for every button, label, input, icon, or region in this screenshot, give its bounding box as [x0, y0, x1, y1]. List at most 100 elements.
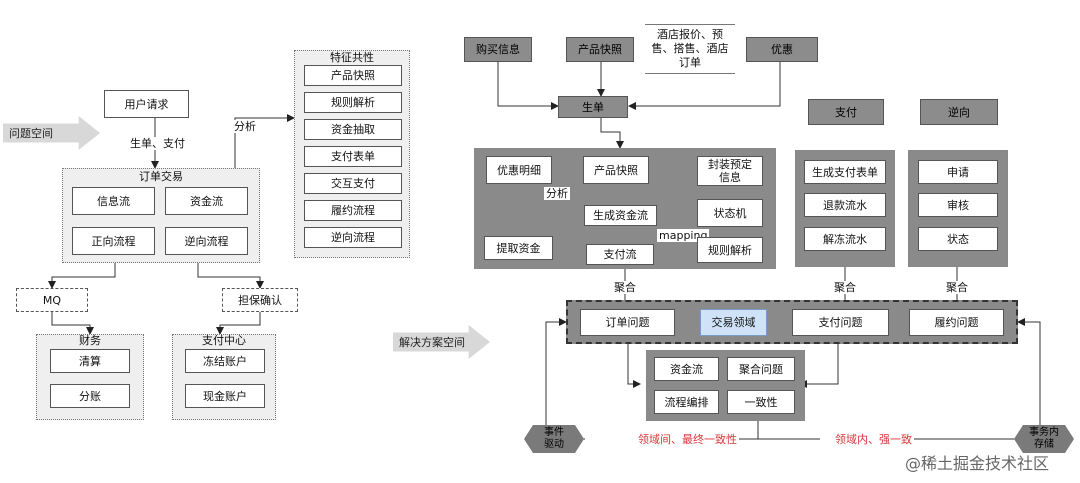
apply-box: 申请: [918, 160, 998, 184]
feature-item: 履约流程: [304, 200, 402, 221]
forward-flow-box: 正向流程: [72, 227, 155, 255]
hotel-info-label: 酒店报价、预售、搭售、酒店订单: [651, 28, 729, 69]
gen-fund-flow-box: 生成资金流: [584, 205, 657, 226]
create-order-box: 生单: [558, 96, 628, 118]
extract-fund-box: 提取资金: [484, 236, 553, 260]
reverse-header-label: 逆向: [948, 105, 970, 119]
refund-flow-box: 退款流水: [804, 193, 886, 217]
order-problem-box: 订单问题: [580, 309, 675, 336]
reverse-header-box: 逆向: [920, 99, 998, 125]
pay-header-label: 支付: [835, 105, 857, 119]
cash-account-label: 现金账户: [203, 389, 247, 403]
reverse-flow-box: 逆向流程: [165, 227, 248, 255]
fund-flow-label-left: 资金流: [190, 194, 223, 208]
product-snapshot-top-label: 产品快照: [578, 43, 622, 56]
guarantee-label: 担保确认: [238, 294, 282, 307]
fulfill-problem-label: 履约问题: [934, 316, 979, 329]
event-driven-label: 事件驱动: [544, 427, 564, 450]
feature-item-label: 交互支付: [331, 177, 375, 190]
discount-detail-box: 优惠明细: [486, 156, 552, 184]
refund-flow-label: 退款流水: [823, 198, 867, 212]
pay-header-box: 支付: [808, 99, 884, 125]
mq-box: MQ: [16, 288, 88, 312]
consistency-label: 一致性: [744, 395, 778, 409]
unfreeze-flow-label: 解冻流水: [823, 232, 867, 246]
user-request-box: 用户请求: [104, 90, 189, 118]
forward-flow-label: 正向流程: [91, 234, 136, 248]
status-label: 状态: [947, 232, 969, 246]
problem-space-label: 问题空间: [9, 127, 53, 140]
fund-flow-box-right: 资金流: [654, 357, 719, 381]
trade-domain-box: 交易领域: [700, 309, 767, 336]
feature-item-label: 规则解析: [331, 96, 375, 109]
cash-account-box: 现金账户: [185, 384, 265, 408]
transaction-storage-label: 事务内存储: [1029, 427, 1059, 450]
create-order-label: 生单: [582, 100, 604, 114]
gen-pay-form-box: 生成支付表单: [804, 160, 886, 184]
extract-fund-label: 提取资金: [496, 241, 541, 255]
watermark: @稀土掘金技术社区: [905, 454, 1050, 473]
gen-fund-flow-label: 生成资金流: [593, 209, 648, 222]
split-label: 分账: [79, 389, 101, 403]
info-flow-label: 信息流: [97, 194, 130, 208]
trade-domain-label: 交易领域: [711, 316, 756, 329]
package-info-box: 封装预定信息: [697, 156, 763, 186]
fund-flow-label-right: 资金流: [670, 362, 703, 376]
order-problem-label: 订单问题: [605, 316, 650, 329]
flow-orchestration-box: 流程编排: [654, 390, 719, 414]
unfreeze-flow-box: 解冻流水: [804, 227, 886, 251]
feature-item-label: 产品快照: [331, 69, 375, 82]
in-domain-label: 领域内、强一致: [833, 433, 914, 446]
analyze-label-left: 分析: [232, 120, 258, 133]
common-features-title: 特征共性: [330, 51, 374, 64]
fulfill-problem-box: 履约问题: [909, 309, 1004, 336]
aggregate-label-3: 聚合: [944, 281, 970, 294]
product-snapshot-top-box: 产品快照: [566, 37, 634, 62]
apply-label: 申请: [947, 165, 969, 179]
discount-detail-label: 优惠明细: [497, 163, 541, 177]
info-flow-box: 信息流: [72, 187, 155, 215]
feature-item: 资金抽取: [304, 119, 402, 140]
discount-label: 优惠: [771, 43, 793, 56]
feature-item: 交互支付: [304, 173, 402, 194]
mapping-label: mapping: [657, 229, 710, 242]
buy-info-label: 购买信息: [476, 43, 520, 56]
pay-flow-box: 支付流: [586, 244, 654, 265]
pay-problem-box: 支付问题: [792, 309, 889, 336]
event-driven-hex: 事件驱动: [524, 425, 584, 453]
clearing-box: 清算: [50, 349, 130, 373]
feature-item: 逆向流程: [304, 227, 402, 248]
state-machine-label: 状态机: [713, 206, 747, 220]
feature-item-label: 支付表单: [331, 150, 375, 163]
reverse-flow-label: 逆向流程: [184, 234, 229, 248]
product-snapshot-label: 产品快照: [594, 163, 638, 177]
pay-center-title: 支付中心: [202, 334, 246, 347]
package-info-label: 封装预定信息: [708, 158, 752, 184]
discount-box: 优惠: [746, 37, 818, 62]
product-snapshot-box: 产品快照: [583, 156, 649, 184]
feature-item-label: 履约流程: [331, 204, 375, 217]
feature-item: 规则解析: [304, 92, 402, 113]
review-box: 审核: [918, 193, 998, 217]
rule-parse-box: 规则解析: [697, 237, 763, 263]
fund-flow-box-left: 资金流: [165, 187, 248, 215]
aggregate-problem-label: 聚合问题: [739, 362, 783, 376]
pay-flow-label: 支付流: [603, 248, 637, 261]
pay-problem-label: 支付问题: [818, 316, 863, 329]
aggregate-problem-box: 聚合问题: [727, 357, 795, 381]
clearing-label: 清算: [79, 354, 101, 368]
cross-domain-label: 领域间、最终一致性: [636, 433, 739, 446]
transaction-storage-hex: 事务内存储: [1014, 425, 1074, 453]
feature-item-label: 逆向流程: [331, 231, 375, 244]
review-label: 审核: [947, 198, 969, 212]
order-trade-title: 订单交易: [139, 170, 183, 183]
feature-item: 支付表单: [304, 146, 402, 167]
analyze-label-right: 分析: [544, 187, 570, 200]
flow-orchestration-label: 流程编排: [664, 395, 709, 409]
split-box: 分账: [50, 384, 130, 408]
order-pay-label: 生单、支付: [128, 137, 187, 150]
aggregate-label-1: 聚合: [612, 281, 638, 294]
rule-parse-label: 规则解析: [708, 243, 752, 257]
finance-title: 财务: [79, 334, 101, 347]
freeze-account-box: 冻结账户: [185, 349, 265, 373]
